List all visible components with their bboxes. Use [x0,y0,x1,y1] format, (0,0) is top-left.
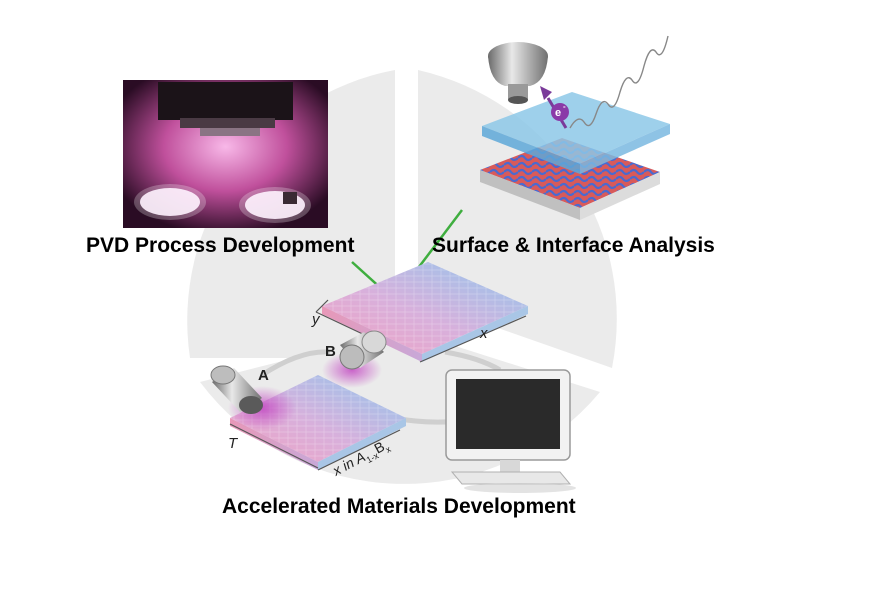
surface-analysis-illustration: e - [480,35,670,220]
pvd-chamber-photo [123,80,328,228]
label-accelerated: Accelerated Materials Development [222,495,576,518]
sputter-source-b [322,330,387,388]
axis-y-label: y [311,311,321,328]
axis-x-label: x [479,325,488,342]
source-b-label: B [325,343,336,360]
electron-icon [551,103,569,121]
xray-beam [569,35,669,129]
analyzer-probe [488,42,548,104]
label-pvd: PVD Process Development [86,234,355,257]
sputter-source-a [210,365,296,430]
svg-text:e: e [555,107,561,119]
svg-text:-: - [563,102,566,111]
label-surface: Surface & Interface Analysis [432,234,715,257]
source-a-label: A [258,367,269,384]
computer-icon [445,369,576,493]
axis-t-label: T [228,435,239,452]
